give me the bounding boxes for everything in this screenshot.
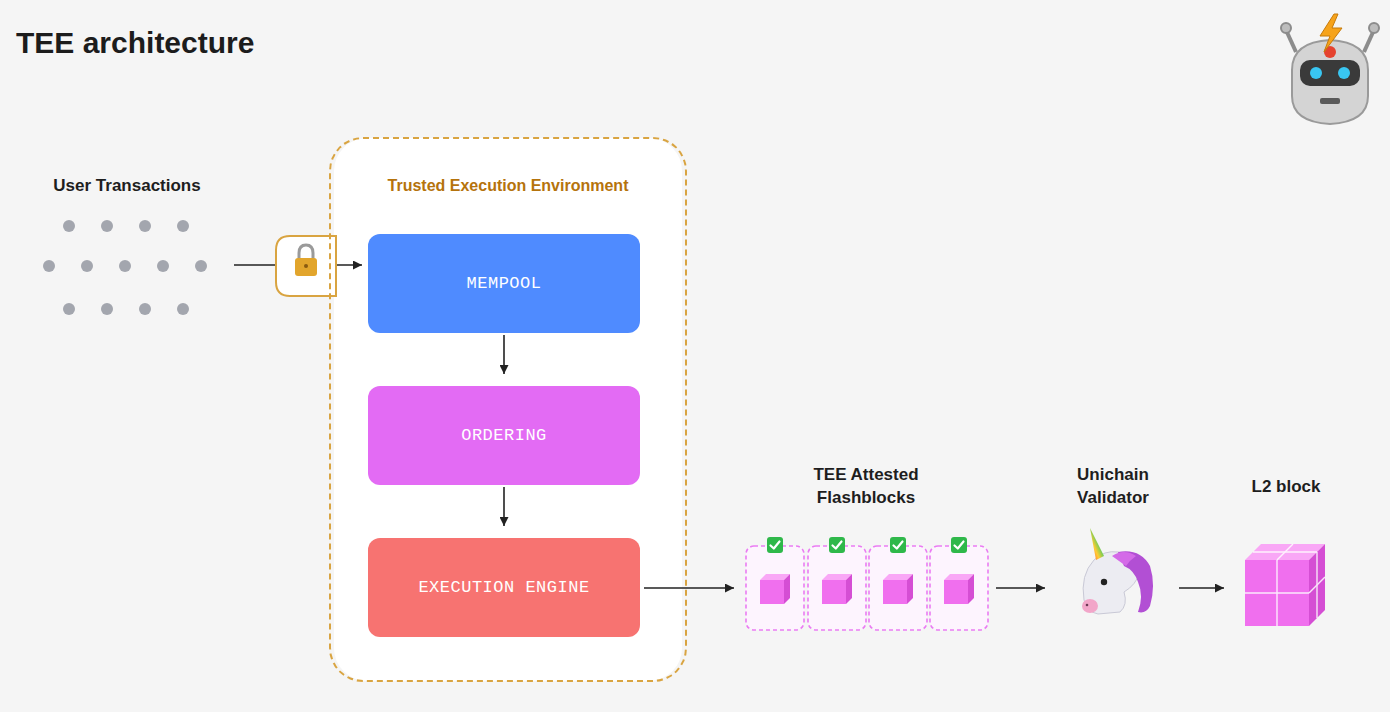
- validator-group: Unichain Validator: [1051, 462, 1175, 634]
- flow-arrow: [503, 487, 505, 526]
- node-label: ORDERING: [461, 426, 547, 445]
- unicorn-icon: [1082, 528, 1153, 614]
- node-label: EXECUTION ENGINE: [418, 578, 589, 597]
- node-label: TEE Attested Flashblocks: [801, 462, 931, 510]
- block-group: L2 block: [1230, 462, 1342, 634]
- node-label: User Transactions: [24, 176, 230, 196]
- node-label: MEMPOOL: [467, 274, 542, 293]
- flow-arrow: [996, 587, 1045, 589]
- enclave-region: Trusted Execution EnvironmentMEMPOOL ORDE…: [329, 137, 687, 682]
- process-box: MEMPOOL: [368, 234, 640, 333]
- node-label: Trusted Execution Environment: [331, 177, 685, 195]
- flow-arrow: [644, 587, 734, 589]
- flashblock-set: [746, 537, 988, 630]
- transaction-dots: [43, 220, 207, 315]
- block-group: TEE Attested Flashblocks: [740, 462, 992, 634]
- source-group: User Transactions: [24, 176, 230, 326]
- lock-tab: [276, 236, 336, 296]
- node-label: L2 block: [1236, 462, 1336, 510]
- flow-arrow: [503, 335, 505, 374]
- flow-arrow: [1179, 587, 1224, 589]
- process-box: EXECUTION ENGINE: [368, 538, 640, 637]
- robot-logo: [1281, 14, 1379, 124]
- node-label: Unichain Validator: [1057, 462, 1169, 510]
- l2-block-cube: [1245, 544, 1325, 626]
- process-box: ORDERING: [368, 386, 640, 485]
- diagram-title: TEE architecture: [16, 26, 254, 60]
- enclave-fill: [334, 138, 682, 681]
